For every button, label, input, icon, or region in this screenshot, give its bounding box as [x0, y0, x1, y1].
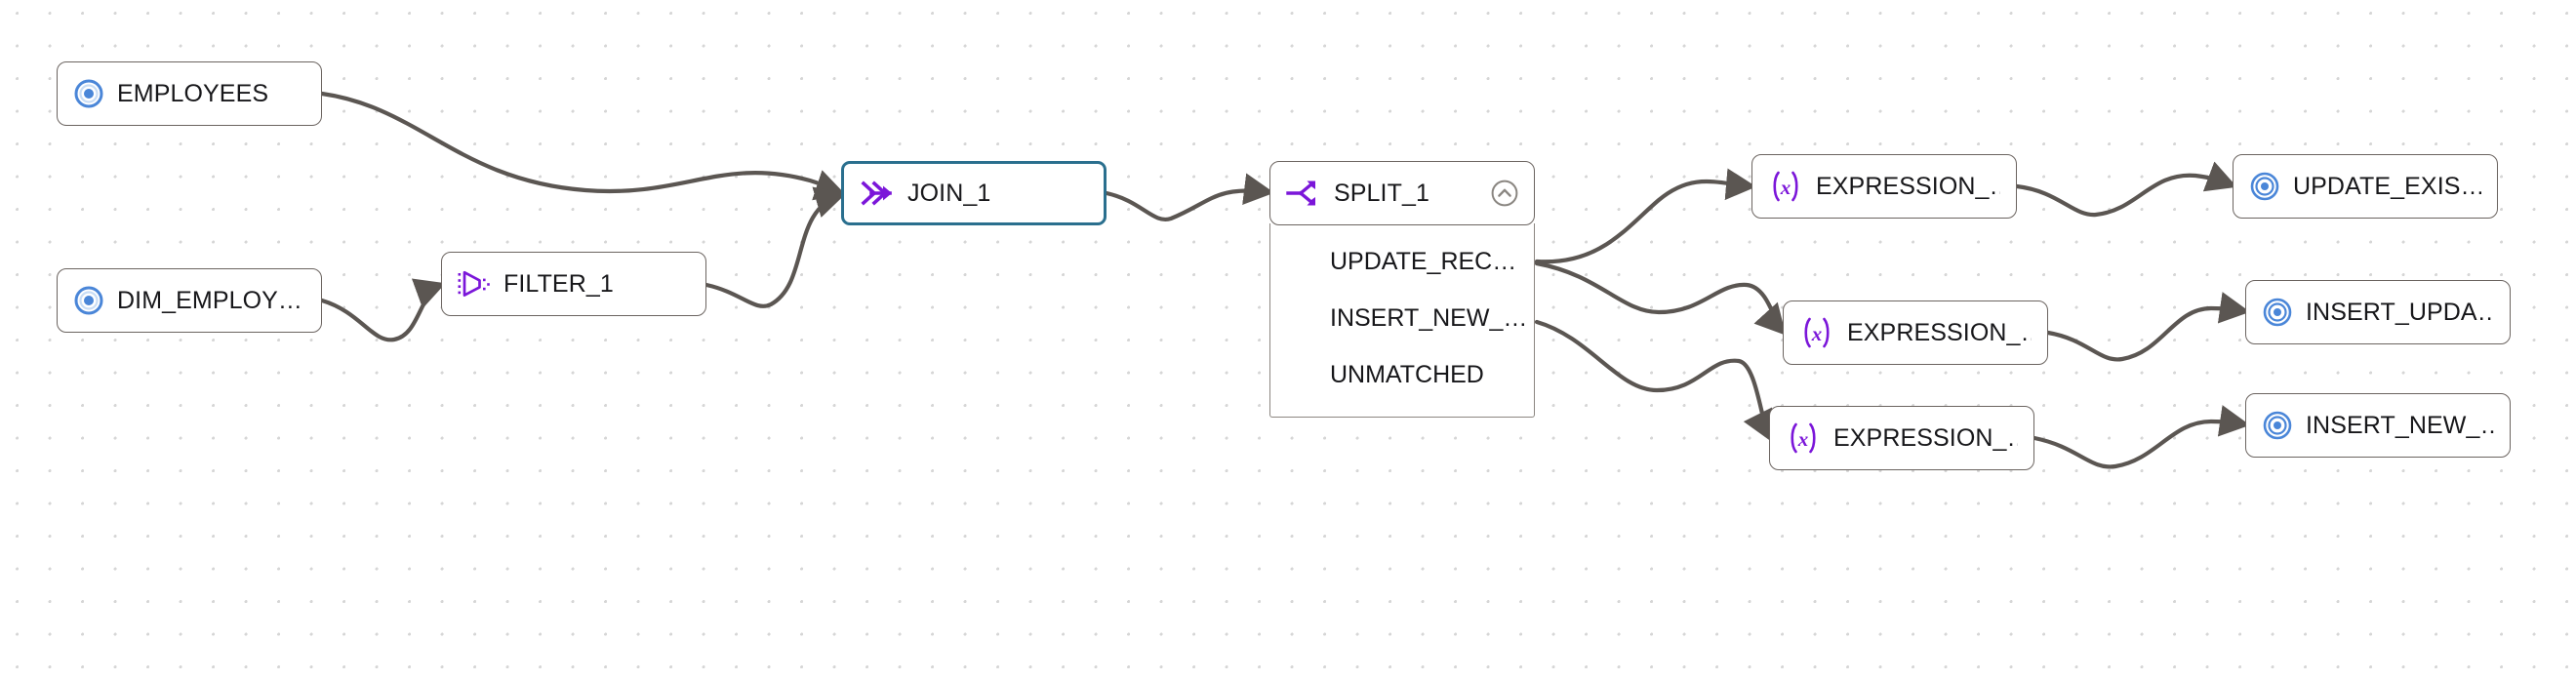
target-circle-icon — [2249, 171, 2280, 202]
node-update-existing[interactable]: UPDATE_EXIS… — [2233, 154, 2498, 219]
filter-funnel-icon — [458, 269, 491, 299]
node-label: INSERT_NEW_… — [2306, 411, 2494, 439]
edge-expr3-to-insert-new[interactable] — [2032, 405, 2250, 469]
node-label: DIM_EMPLOY… — [117, 286, 303, 314]
split-output-insert-new-records[interactable]: INSERT_NEW_… — [1330, 303, 1528, 332]
split-branch-icon — [1286, 178, 1321, 209]
split-output-update-records[interactable]: UPDATE_REC… — [1330, 247, 1517, 275]
svg-text:x: x — [1811, 322, 1823, 345]
chevron-up-circle-icon[interactable] — [1489, 178, 1520, 209]
edge-filter-to-join[interactable] — [704, 186, 846, 308]
edge-expr1-to-update-existing[interactable] — [2014, 161, 2237, 218]
node-label: FILTER_1 — [503, 269, 614, 298]
edge-split-out1-to-expr1[interactable] — [1534, 168, 1757, 264]
edge-join-to-split[interactable] — [1104, 173, 1275, 222]
edge-expr2-to-insert-updates[interactable] — [2045, 292, 2250, 362]
split-outputs-panel: UPDATE_REC… INSERT_NEW_… UNMATCHED — [1269, 223, 1535, 418]
edge-split-out3-to-expr3[interactable] — [1534, 319, 1773, 442]
node-expression-3[interactable]: x EXPRESSION_… — [1769, 406, 2034, 470]
node-join-1[interactable]: JOIN_1 — [841, 161, 1107, 225]
node-label: EXPRESSION_… — [1816, 172, 2000, 200]
edge-employees-to-join[interactable] — [319, 91, 846, 201]
target-circle-icon — [2262, 297, 2293, 328]
node-employees[interactable]: EMPLOYEES — [57, 61, 322, 126]
edge-split-out2-to-expr2[interactable] — [1534, 260, 1787, 336]
node-split-1-header[interactable]: SPLIT_1 — [1269, 161, 1535, 225]
edge-dim_employee-to-filter[interactable] — [319, 278, 446, 342]
join-merge-icon — [860, 178, 895, 209]
split-output-unmatched[interactable]: UNMATCHED — [1330, 360, 1484, 388]
node-split-1-group[interactable]: SPLIT_1 UPDATE_REC… INSERT_NEW_… UNMATCH… — [1269, 161, 1535, 418]
node-label: UPDATE_EXIS… — [2293, 172, 2481, 200]
node-filter-1[interactable]: FILTER_1 — [441, 252, 706, 316]
node-dim-employee[interactable]: DIM_EMPLOY… — [57, 268, 322, 333]
svg-text:x: x — [1780, 176, 1791, 199]
target-circle-icon — [73, 285, 104, 316]
node-label: EXPRESSION_… — [1833, 423, 2018, 452]
svg-text:x: x — [1797, 427, 1809, 451]
node-insert-updates[interactable]: INSERT_UPDA… — [2245, 280, 2511, 344]
expression-fx-icon: x — [1768, 170, 1803, 203]
expression-fx-icon: x — [1786, 421, 1821, 455]
node-label: SPLIT_1 — [1334, 179, 1429, 207]
expression-fx-icon: x — [1799, 316, 1834, 349]
node-insert-new[interactable]: INSERT_NEW_… — [2245, 393, 2511, 458]
target-circle-icon — [73, 78, 104, 109]
node-label: INSERT_UPDA… — [2306, 298, 2494, 326]
node-label: EXPRESSION_… — [1847, 318, 2032, 346]
target-circle-icon — [2262, 410, 2293, 441]
node-label: EMPLOYEES — [117, 79, 269, 107]
node-expression-2[interactable]: x EXPRESSION_… — [1783, 300, 2048, 365]
node-label: JOIN_1 — [907, 179, 991, 207]
node-expression-1[interactable]: x EXPRESSION_… — [1751, 154, 2017, 219]
